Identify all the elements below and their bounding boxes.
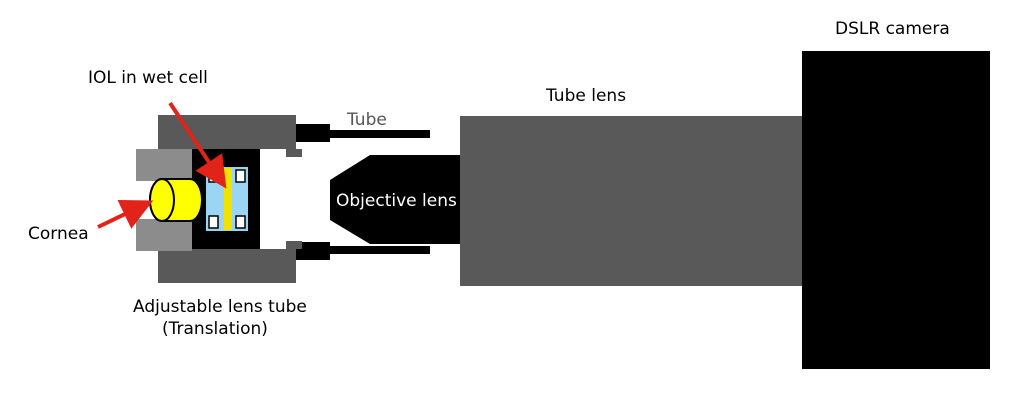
- adjustable-lens-tube-sublabel: (Translation): [162, 319, 268, 339]
- cornea-label: Cornea: [28, 224, 89, 244]
- wet-cell-clip-bottom-left: [208, 215, 219, 229]
- adjustable-lens-tube-label: Adjustable lens tube: [133, 297, 307, 317]
- tube-lens-label: Tube lens: [545, 86, 626, 106]
- wet-cell-clip-bottom-right: [235, 215, 246, 229]
- objective-lens-label: Objective lens: [336, 191, 457, 211]
- lens-tube-flange-bottom: [286, 241, 302, 249]
- objective-lens-body: [330, 155, 460, 244]
- dslr-camera-label: DSLR camera: [835, 19, 950, 39]
- iol-in-wet-cell-label: IOL in wet cell: [88, 68, 208, 88]
- lens-tube-ring-bottom: [136, 219, 192, 251]
- tube-rod-top: [296, 130, 430, 138]
- cornea-pointer-arrow: [97, 199, 154, 229]
- lens-tube-flange-top: [286, 149, 302, 157]
- dslr-camera-body: [802, 51, 990, 369]
- iol-lens: [224, 168, 232, 230]
- lens-tube-ring-top: [136, 149, 192, 181]
- iol-pointer-arrow: [168, 101, 227, 189]
- tube-rod-bottom-end: [296, 242, 330, 260]
- cornea-front-face: [149, 178, 175, 222]
- tube-rod-bottom: [296, 246, 430, 254]
- tube-lens-body: [460, 116, 802, 286]
- lens-tube-housing-top: [158, 115, 296, 149]
- tube-rod-top-end: [296, 124, 330, 142]
- wet-cell-clip-top-right: [235, 169, 246, 183]
- tube-label: Tube: [346, 110, 387, 130]
- lens-tube-housing-bottom: [158, 249, 296, 283]
